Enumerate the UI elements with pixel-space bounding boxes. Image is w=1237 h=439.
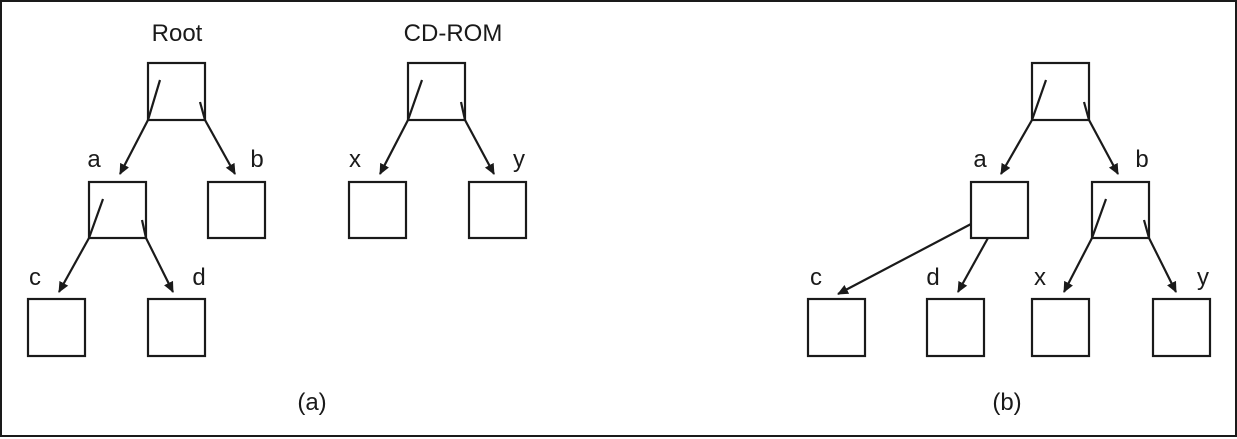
cdrom-node — [406, 61, 467, 122]
mounted-node-c — [806, 297, 867, 358]
mounted-root-pointer-a-stroke — [1030, 79, 1048, 121]
mounted-label-y: y — [1197, 264, 1209, 291]
node-b — [206, 180, 267, 240]
root-title: Root — [152, 20, 203, 47]
mounted-node-d — [925, 297, 986, 358]
edge-root-to-b — [204, 119, 236, 175]
mounted-label-x: x — [1034, 264, 1046, 291]
node-a-pointer-d-stroke — [140, 219, 148, 239]
edge-root-to-a — [119, 119, 149, 175]
mounted-label-a: a — [973, 146, 987, 173]
mounted-node-x — [1030, 297, 1091, 358]
label-a: a — [87, 146, 101, 173]
edge-mounted-b-to-y — [1148, 237, 1177, 293]
mounted-label-d: d — [926, 264, 939, 291]
cdrom-pointer-x-stroke — [406, 79, 424, 121]
mounted-node-b-pointer-y-stroke — [1142, 219, 1151, 239]
mounted-label-c: c — [810, 264, 822, 291]
mounted-node-y — [1151, 297, 1212, 358]
mounted-root-node — [1030, 61, 1091, 122]
label-d: d — [192, 264, 205, 291]
node-x — [347, 180, 408, 240]
root-pointer-b-stroke — [198, 101, 207, 121]
label-c: c — [29, 264, 41, 291]
node-a-pointer-c-stroke — [87, 198, 105, 239]
edge-mounted-b-to-x — [1063, 237, 1093, 293]
caption-b: (b) — [992, 389, 1021, 416]
mounted-label-b: b — [1135, 146, 1148, 173]
mounted-root-pointer-b-stroke — [1082, 101, 1091, 121]
mounted-node-a — [969, 180, 1030, 240]
edge-mounted-a-to-c — [837, 223, 972, 295]
cdrom-pointer-y-stroke — [459, 101, 467, 121]
edge-mounted-a-to-d — [957, 237, 989, 293]
node-d — [146, 297, 207, 358]
edge-cdrom-to-y — [464, 119, 495, 175]
node-y — [467, 180, 528, 240]
root-pointer-a-stroke — [146, 79, 162, 121]
label-y: y — [513, 146, 525, 173]
edge-a-to-c — [58, 237, 90, 293]
mounted-node-b — [1090, 180, 1151, 240]
edge-a-to-d — [145, 237, 174, 293]
node-c — [26, 297, 87, 358]
label-b: b — [250, 146, 263, 173]
cdrom-title: CD-ROM — [404, 20, 503, 47]
node-a — [87, 180, 148, 240]
label-x: x — [349, 146, 361, 173]
caption-a: (a) — [297, 389, 326, 416]
mounted-node-b-pointer-x-stroke — [1090, 198, 1108, 239]
edge-cdrom-to-x — [379, 119, 409, 175]
edge-mounted-root-to-b — [1088, 119, 1119, 175]
edge-mounted-root-to-a — [1000, 119, 1033, 175]
